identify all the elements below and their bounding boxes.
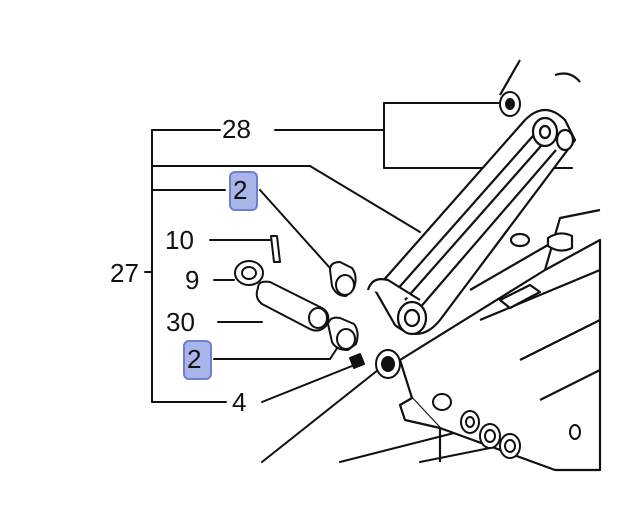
bracket-27	[144, 129, 311, 403]
pin-10	[270, 235, 281, 263]
highlight-2-top	[229, 171, 258, 211]
highlight-2-bottom	[183, 340, 212, 380]
callout-2-top[interactable]: 2	[233, 175, 248, 205]
grease-nipple-4	[349, 353, 365, 369]
callout-27[interactable]: 27	[110, 258, 139, 288]
callout-2-bottom[interactable]: 2	[187, 344, 202, 374]
callout-4[interactable]: 4	[232, 387, 247, 417]
callout-10[interactable]: 10	[165, 225, 194, 255]
callout-9[interactable]: 9	[185, 265, 200, 295]
callout-28[interactable]: 28	[222, 114, 251, 144]
small-parts	[234, 91, 581, 459]
callout-30[interactable]: 30	[166, 307, 195, 337]
link-arm	[366, 59, 581, 336]
